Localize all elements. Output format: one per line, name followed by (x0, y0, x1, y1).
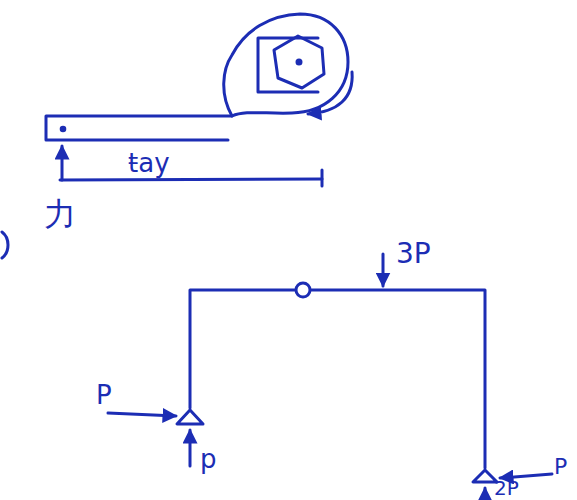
force-label: P (554, 456, 567, 478)
dimension-line (60, 179, 322, 180)
force-label: 3P (396, 240, 431, 268)
reaction-arrow (108, 413, 176, 416)
frame (190, 290, 485, 468)
edge-fragment (2, 232, 8, 258)
dimension-tick (321, 170, 324, 186)
force-label: ŧay (128, 150, 170, 176)
force-arrow (61, 146, 64, 180)
nut-center (297, 60, 301, 64)
rotation-arrow (308, 72, 352, 114)
reaction-arrow (189, 430, 192, 466)
wrench-handle (46, 116, 232, 140)
force-label: 力 (44, 198, 76, 230)
pin-support (177, 410, 203, 424)
load-arrow (382, 254, 385, 286)
wrench-head (224, 14, 348, 116)
reaction-arrow (484, 488, 487, 499)
hinge (296, 283, 310, 297)
force-label: 2P (494, 478, 519, 498)
pin-support (473, 470, 497, 482)
handle-dot (61, 127, 65, 131)
hex-nut (274, 36, 324, 88)
force-label: P (96, 382, 112, 408)
force-label: p (200, 446, 217, 472)
